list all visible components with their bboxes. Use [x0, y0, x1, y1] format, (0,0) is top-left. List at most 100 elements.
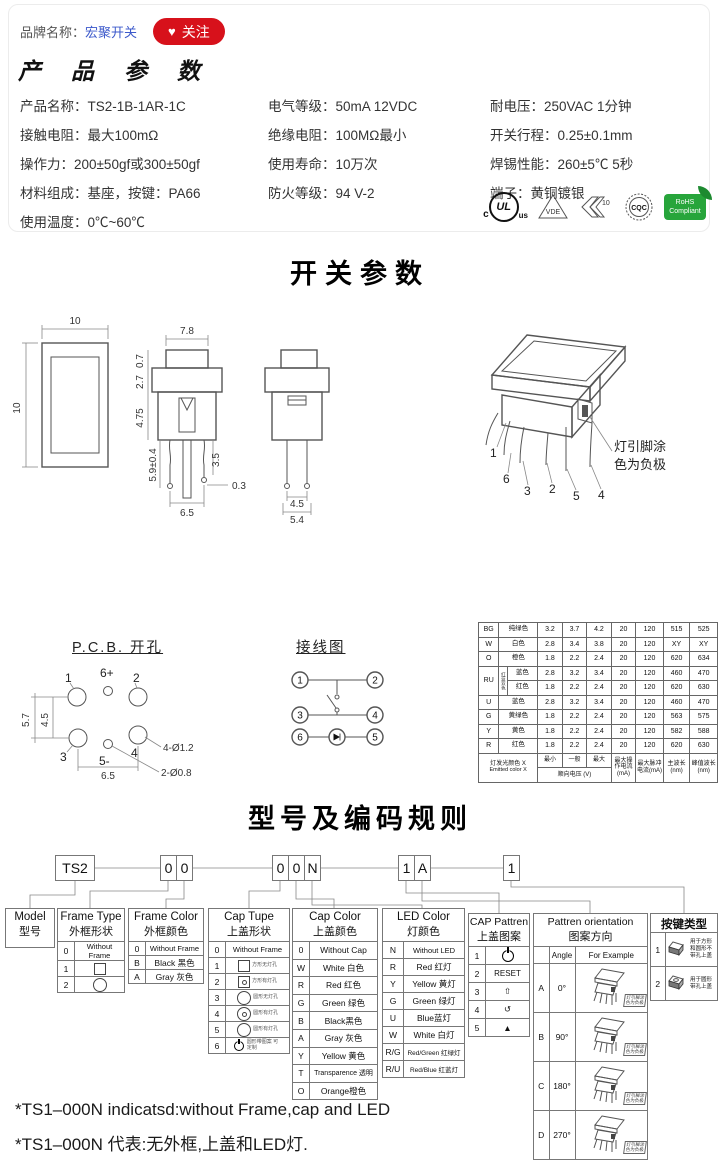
triangle-icon: ▲	[485, 1018, 529, 1036]
wiring-diagram: 1 2 3 4 6 5	[291, 671, 384, 746]
hole-label: 3	[60, 750, 67, 764]
footer-color-label-en: Emitted color X	[489, 766, 527, 773]
code-box: 0	[272, 855, 289, 881]
svg-text:0.3: 0.3	[232, 481, 246, 492]
hole-label: 5-	[99, 754, 110, 768]
rohs-line1: RoHS	[675, 199, 695, 206]
orientation-example-switch	[593, 1066, 625, 1103]
spec-item: 使用温度：0℃~60℃	[20, 214, 145, 230]
heart-icon: ♥	[168, 24, 176, 39]
hole-label: 1	[65, 671, 72, 685]
svg-text:4.75: 4.75	[135, 408, 146, 428]
orientation-example-switch	[593, 1115, 625, 1152]
certification-icons: c UL us VDE 10 CQC RoHS Compliant	[483, 186, 712, 222]
svg-text:5.9±0.4: 5.9±0.4	[148, 448, 159, 482]
column-model: Model 型号	[5, 908, 55, 948]
col-title-en: Model	[14, 911, 46, 923]
col-title-zh: 外框颜色	[144, 926, 188, 938]
round-cap-icon	[236, 990, 251, 1005]
round-cap-led-icon	[236, 1006, 251, 1021]
coding-connector-lines	[29, 867, 685, 913]
product-header-card	[8, 4, 710, 232]
square-frame-icon	[93, 962, 106, 975]
follow-button[interactable]: ♥ 关注	[153, 18, 225, 45]
spec-grid: 产品名称：TS2-1B-1AR-1C 电气等级：50mA 12VDC 耐电压：2…	[20, 90, 696, 235]
code-box: 0	[160, 855, 177, 881]
pin-label: 4	[598, 488, 605, 502]
section-title-coding-rules: 型号及编码规则	[248, 804, 472, 834]
brand-label: 品牌名称：	[20, 25, 86, 40]
svg-text:3: 3	[297, 711, 303, 722]
spec-row: 操作力：200±50gf或300±50gf 使用寿命：10万次 焊锡性能：260…	[20, 148, 696, 177]
col-title-en: Cap Color	[309, 911, 361, 923]
col-title-en: Frame Type	[60, 911, 122, 923]
top-view-drawing: 10 10	[12, 316, 109, 468]
spec-row: 使用温度：0℃~60℃	[20, 206, 696, 235]
svg-text:10: 10	[69, 316, 81, 327]
svg-text:0.7: 0.7	[135, 354, 146, 368]
led-polarity-note: 灯引脚涂	[614, 439, 666, 454]
code-box: N	[304, 855, 321, 881]
spec-item: 接触电阻：最大100mΩ	[20, 127, 159, 143]
follow-button-label: 关注	[181, 23, 210, 40]
square-cap-icon	[237, 959, 250, 972]
col-title-en: CAP Pattren	[469, 916, 529, 928]
ek10-certification-icon: 10	[581, 196, 610, 218]
ru-vertical-label: 红蓝双色	[498, 665, 508, 696]
orientation-example-switch	[593, 1017, 625, 1054]
svg-text:4.5: 4.5	[40, 713, 51, 727]
wiring-title: 接线图	[296, 640, 346, 656]
brand-link[interactable]: 宏聚开关	[85, 25, 138, 40]
spec-item: 操作力：200±50gf或300±50gf	[20, 156, 200, 172]
svg-text:3.5: 3.5	[211, 453, 222, 467]
svg-text:4: 4	[372, 711, 378, 722]
hole-size-label: 2-Ø0.8	[161, 768, 192, 779]
pin-label: 6	[503, 472, 510, 486]
rohs-line2: Compliant	[669, 208, 701, 216]
svg-text:CQC: CQC	[631, 205, 647, 212]
orientation-note: 灯引脚涂色为负极	[623, 1141, 647, 1154]
spec-item: 产品名称：TS2-1B-1AR-1C	[20, 98, 186, 114]
led-footer-row: 顺向电压 (V)	[479, 767, 718, 783]
code-box: 1	[503, 855, 520, 881]
col-title-en: LED Color	[396, 911, 451, 923]
spec-item: 材料组成：基座，按键：PA66	[20, 185, 201, 201]
svg-text:6.5: 6.5	[101, 771, 115, 782]
round-cap-icon	[236, 1022, 251, 1037]
footer-color-label: 灯发光颜色 X	[490, 761, 526, 768]
perspective-view-drawing: 1 6 3 2 5 4 灯引脚涂 色为负极	[485, 334, 666, 503]
code-box: A	[414, 855, 431, 881]
svg-text:6: 6	[297, 733, 303, 744]
spec-item: 防火等级：94 V-2	[268, 185, 375, 201]
ul-us: us	[518, 211, 528, 220]
orientation-example-switch	[593, 968, 625, 1005]
led-footer-row: 灯发光颜色 X Emitted color X 最小 一般 最大 最大操作电流(…	[477, 752, 718, 783]
technical-drawings: 10 10 7.8 0.7 2.7 4.75 5.9±0.4 3.5 0.3 6…	[12, 316, 666, 526]
spec-item: 焊锡性能：260±5℃ 5秒	[490, 156, 634, 172]
spec-item: 使用寿命：10万次	[268, 156, 378, 172]
col-title-zh: 上盖形状	[227, 926, 271, 938]
spec-item: 电气等级：50mA 12VDC	[268, 98, 418, 114]
led-symbol	[328, 728, 346, 746]
svg-text:7.8: 7.8	[180, 326, 194, 337]
svg-text:10: 10	[12, 402, 23, 414]
svg-text:VDE: VDE	[546, 209, 561, 216]
keycap-icon	[667, 940, 684, 956]
hole-label: 2	[133, 671, 140, 685]
rotate-icon: ↺	[485, 1000, 529, 1019]
arrow-up-icon: ⇧	[485, 982, 529, 1001]
svg-text:4.5: 4.5	[290, 499, 304, 510]
front-view-drawing: 7.8 0.7 2.7 4.75 5.9±0.4 3.5 0.3 6.5	[135, 326, 246, 519]
svg-text:10: 10	[602, 200, 610, 207]
spec-row: 材料组成：基座，按键：PA66 防火等级：94 V-2 端子：黄铜镀银	[20, 177, 696, 206]
